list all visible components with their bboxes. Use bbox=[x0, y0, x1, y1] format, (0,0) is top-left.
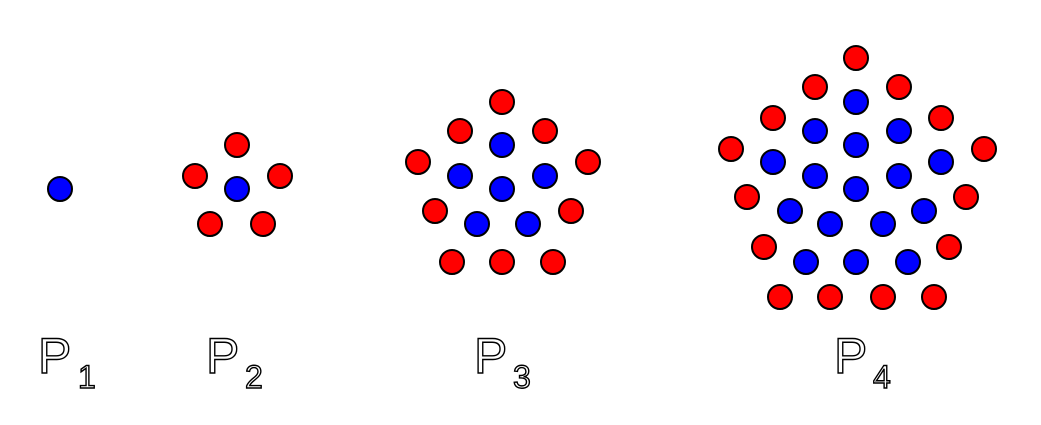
inner-dot-p3-11 bbox=[515, 211, 541, 237]
outer-dot-p2-1 bbox=[182, 163, 208, 189]
outer-dot-p3-3 bbox=[532, 118, 558, 144]
outer-dot-p3-12 bbox=[558, 198, 584, 224]
inner-dot-p4-13 bbox=[886, 163, 912, 189]
outer-dot-p3-8 bbox=[575, 149, 601, 175]
inner-dot-p3-10 bbox=[464, 211, 490, 237]
label-p4-subscript: 4 bbox=[873, 359, 891, 395]
inner-dot-p4-2 bbox=[843, 89, 869, 115]
outer-dot-p3-1 bbox=[447, 118, 473, 144]
figure-p2 bbox=[182, 132, 293, 237]
outer-dot-p3-9 bbox=[422, 198, 448, 224]
inner-dot-p2-2 bbox=[224, 176, 250, 202]
outer-dot-p4-8 bbox=[928, 105, 954, 131]
inner-dot-p4-12 bbox=[843, 176, 869, 202]
outer-dot-p4-30 bbox=[921, 284, 947, 310]
inner-dot-p1-0 bbox=[47, 176, 73, 202]
inner-dot-p3-5 bbox=[447, 163, 473, 189]
dots-layer bbox=[47, 45, 997, 310]
figure-p1 bbox=[47, 176, 73, 202]
inner-dot-p3-2 bbox=[489, 132, 515, 158]
inner-dot-p4-7 bbox=[886, 118, 912, 144]
inner-dot-p4-14 bbox=[928, 149, 954, 175]
label-p2-subscript: 2 bbox=[245, 359, 263, 395]
outer-dot-p2-0 bbox=[224, 132, 250, 158]
figure-p4 bbox=[718, 45, 997, 310]
inner-dot-p4-6 bbox=[843, 132, 869, 158]
outer-dot-p4-3 bbox=[886, 74, 912, 100]
inner-dot-p4-18 bbox=[817, 211, 843, 237]
label-p4: P 4 bbox=[833, 327, 891, 395]
inner-dot-p4-10 bbox=[760, 149, 786, 175]
outer-dot-p2-4 bbox=[197, 211, 223, 237]
inner-dot-p3-6 bbox=[489, 176, 515, 202]
label-p4-letter: P bbox=[834, 328, 867, 384]
inner-dot-p4-24 bbox=[843, 249, 869, 275]
label-p3-subscript: 3 bbox=[513, 359, 531, 395]
outer-dot-p3-4 bbox=[405, 149, 431, 175]
outer-dot-p3-0 bbox=[489, 89, 515, 115]
label-p1-subscript: 1 bbox=[78, 359, 96, 395]
label-p1-letter: P bbox=[38, 328, 71, 384]
outer-dot-p3-13 bbox=[439, 249, 465, 275]
figure-p3 bbox=[405, 89, 601, 275]
inner-dot-p4-11 bbox=[802, 163, 828, 189]
outer-dot-p4-27 bbox=[767, 284, 793, 310]
outer-dot-p3-15 bbox=[540, 249, 566, 275]
outer-dot-p4-4 bbox=[760, 105, 786, 131]
outer-dot-p4-1 bbox=[802, 74, 828, 100]
inner-dot-p4-17 bbox=[777, 198, 803, 224]
inner-dot-p4-5 bbox=[802, 118, 828, 144]
inner-dot-p4-23 bbox=[793, 249, 819, 275]
outer-dot-p3-14 bbox=[489, 249, 515, 275]
inner-dot-p3-7 bbox=[532, 163, 558, 189]
label-p3: P 3 bbox=[473, 327, 531, 395]
outer-dot-p4-15 bbox=[971, 136, 997, 162]
label-p2-letter: P bbox=[206, 328, 239, 384]
inner-dot-p4-20 bbox=[911, 198, 937, 224]
outer-dot-p4-9 bbox=[718, 136, 744, 162]
inner-dot-p4-25 bbox=[895, 249, 921, 275]
outer-dot-p4-29 bbox=[870, 284, 896, 310]
inner-dot-p4-19 bbox=[870, 211, 896, 237]
label-p3-letter: P bbox=[474, 328, 507, 384]
outer-dot-p2-3 bbox=[267, 163, 293, 189]
outer-dot-p2-5 bbox=[250, 211, 276, 237]
label-p1: P 1 bbox=[37, 327, 96, 395]
outer-dot-p4-26 bbox=[936, 234, 962, 260]
outer-dot-p4-0 bbox=[843, 45, 869, 71]
label-p2: P 2 bbox=[205, 327, 263, 395]
outer-dot-p4-21 bbox=[953, 184, 979, 210]
outer-dot-p4-22 bbox=[751, 234, 777, 260]
outer-dot-p4-16 bbox=[734, 184, 760, 210]
outer-dot-p4-28 bbox=[817, 284, 843, 310]
